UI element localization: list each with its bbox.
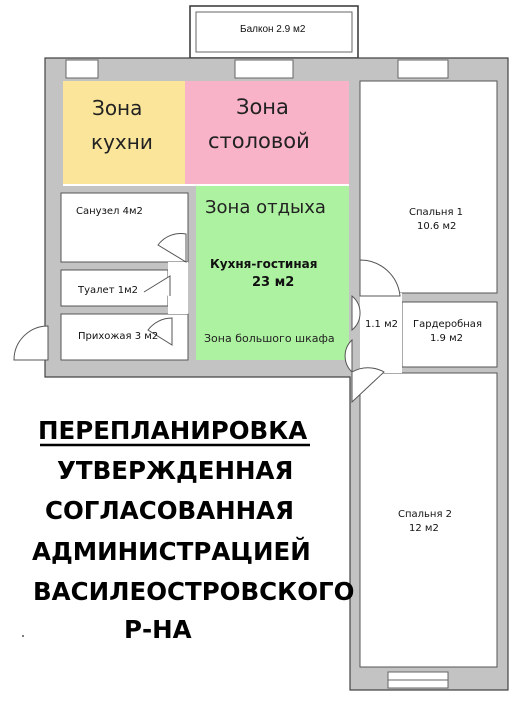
hallway-label: Прихожая 3 м2 <box>78 331 159 342</box>
bathroom-label: Санузел 4м2 <box>76 206 143 217</box>
statement-line-5: ВАСИЛЕОСТРОВСКОГО <box>33 577 355 606</box>
statement-line-6: Р-НА <box>124 615 192 644</box>
wardrobe-zone-label: Зона большого шкафа <box>204 332 335 345</box>
statement-line-2: УТВЕРЖДЕННАЯ <box>57 456 294 485</box>
balcony-outline <box>189 5 359 59</box>
statement-line-3: СОГЛАСОВАННАЯ <box>45 496 295 525</box>
balcony-label: Балкон 2.9 м2 <box>240 24 306 35</box>
kitchen-zone <box>63 81 185 184</box>
statement-line-1: ПЕРЕПЛАНИРОВКА <box>38 416 308 445</box>
statement-line-4: АДМИНИСТРАЦИЕЙ <box>32 537 311 566</box>
corridor-room <box>360 293 402 373</box>
kitchen-zone-label-1: Зона <box>92 96 143 120</box>
dining-zone <box>185 81 349 184</box>
dot <box>22 635 24 637</box>
rest-zone <box>196 186 349 360</box>
bedroom2-area: 12 м2 <box>409 523 439 534</box>
kitchen-zone-label-2: кухни <box>91 130 153 154</box>
kitchen-living-area: 23 м2 <box>252 275 295 290</box>
bedroom1-area: 10.6 м2 <box>417 221 457 232</box>
dining-zone-label-1: Зона <box>236 95 289 119</box>
bedroom2-name: Спальня 2 <box>398 509 453 520</box>
bedroom-1 <box>359 80 498 294</box>
dining-zone-label-2: столовой <box>208 129 310 153</box>
door-gap <box>168 262 188 314</box>
closet-room <box>401 301 498 368</box>
kitchen-living-name: Кухня-гостиная <box>210 257 318 271</box>
window-3 <box>397 59 449 79</box>
bedroom-2 <box>359 372 498 668</box>
bedroom1-name: Спальня 1 <box>409 207 464 218</box>
toilet-label: Туалет 1м2 <box>78 285 138 296</box>
door-arcs <box>13 233 401 404</box>
window-2 <box>234 59 294 79</box>
balcony-inner <box>195 11 353 53</box>
closet-name: Гардеробная <box>413 319 482 330</box>
corridor-label: 1.1 м2 <box>365 319 398 330</box>
closet-area: 1.9 м2 <box>430 333 463 344</box>
window-1 <box>65 59 99 79</box>
rest-zone-label: Зона отдыха <box>205 197 326 218</box>
